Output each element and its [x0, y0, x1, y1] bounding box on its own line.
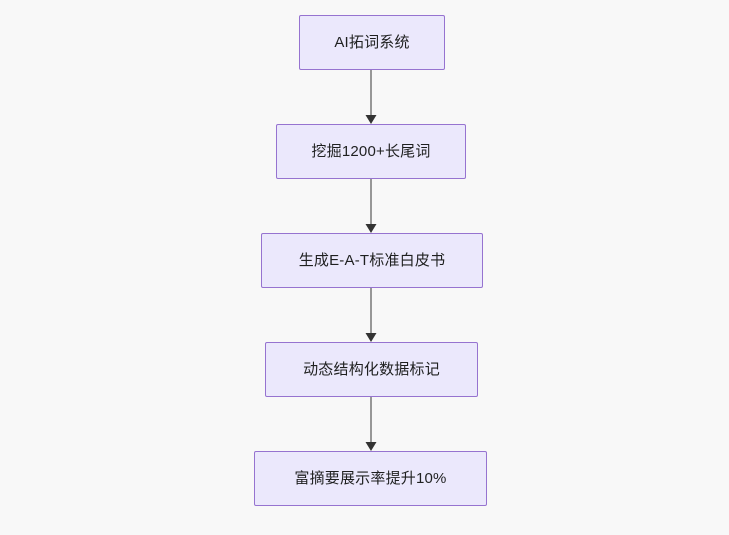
flow-edge: [365, 70, 377, 124]
flow-node-n2[interactable]: 挖掘1200+长尾词: [276, 124, 466, 179]
flow-edge: [365, 288, 377, 342]
arrowhead-icon: [365, 224, 377, 233]
flow-node-n3[interactable]: 生成E-A-T标准白皮书: [261, 233, 483, 288]
flow-node-n4[interactable]: 动态结构化数据标记: [265, 342, 478, 397]
flow-node-n5[interactable]: 富摘要展示率提升10%: [254, 451, 487, 506]
flow-node-label: AI拓词系统: [334, 33, 410, 51]
arrowhead-icon: [365, 442, 377, 451]
flow-node-label: 富摘要展示率提升10%: [294, 469, 447, 487]
flow-node-label: 生成E-A-T标准白皮书: [298, 251, 446, 269]
flow-edge: [365, 397, 377, 451]
arrowhead-icon: [365, 333, 377, 342]
arrowhead-icon: [365, 115, 377, 124]
flow-node-label: 动态结构化数据标记: [303, 360, 440, 378]
flow-node-label: 挖掘1200+长尾词: [311, 142, 431, 160]
flow-edge: [365, 179, 377, 233]
flow-node-n1[interactable]: AI拓词系统: [299, 15, 445, 70]
